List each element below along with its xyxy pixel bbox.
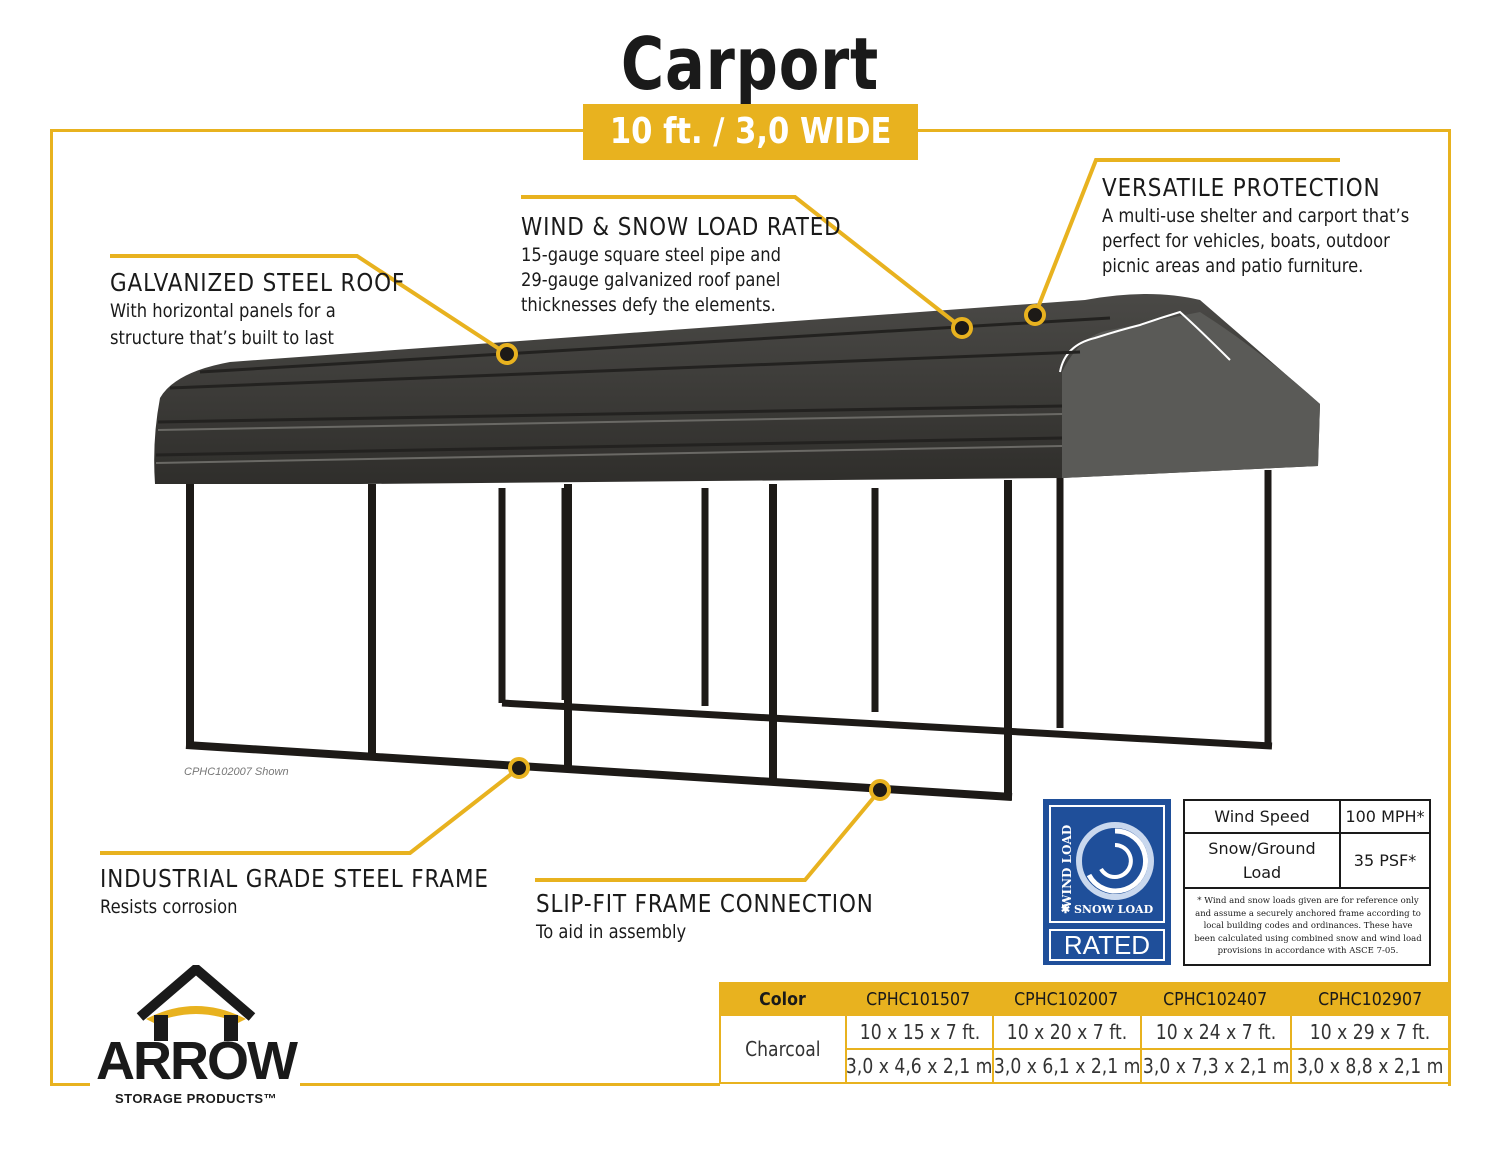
feature-versatile-line-3: picnic areas and patio furniture. — [1102, 255, 1364, 277]
image-caption: CPHC102007 Shown — [184, 766, 289, 778]
spec-header-model-1-label: CPHC101507 — [866, 988, 971, 1010]
frame-right — [1448, 129, 1451, 1086]
frame-top-right — [917, 129, 1451, 132]
house-roof-icon — [136, 965, 256, 1041]
logo-tagline: STORAGE PRODUCTS™ — [114, 1091, 278, 1106]
roof-highlights — [155, 413, 1063, 464]
feature-load: WIND & SNOW LOAD RATED 15-gauge square s… — [521, 212, 894, 318]
feature-load-title: WIND & SNOW LOAD RATED — [521, 212, 842, 241]
spec-header-model-4: CPHC102907 — [1290, 982, 1450, 1016]
badge-wind-text: WIND LOAD — [1060, 824, 1074, 908]
spec-header-model-2: CPHC102007 — [992, 982, 1140, 1016]
spec-imperial-4-text: 10 x 29 x 7 ft. — [1309, 1020, 1431, 1044]
width-label: 10 ft. / 3,0 WIDE — [609, 111, 892, 152]
callout-dots — [496, 304, 1046, 801]
badge-inner: WIND LOAD — [1049, 805, 1165, 923]
load-rating-table: Wind Speed 100 MPH* Snow/Ground Load 35 … — [1183, 799, 1431, 966]
frame-bottom-left — [50, 1083, 90, 1086]
feature-versatile-line-2: perfect for vehicles, boats, outdoor — [1102, 230, 1390, 252]
roof-panel — [154, 294, 1320, 484]
feature-frame-line-1: Resists corrosion — [100, 896, 238, 918]
wind-speed-label: Wind Speed — [1185, 801, 1341, 834]
load-rated-badge: WIND LOAD ✱ SNOW LOAD RATED — [1043, 799, 1171, 965]
roof-end — [1062, 312, 1320, 478]
arrow-logo: ARROW STORAGE PRODUCTS™ — [88, 965, 308, 1115]
feature-roof-line-1: With horizontal panels for a — [110, 300, 336, 322]
spec-metric-3: 3,0 x 7,3 x 2,1 m — [1140, 1048, 1292, 1084]
feature-load-line-3: thicknesses defy the elements. — [521, 294, 776, 316]
width-banner: 10 ft. / 3,0 WIDE — [583, 104, 918, 160]
feature-versatile-title: VERSATILE PROTECTION — [1102, 173, 1381, 202]
callout-leaders — [100, 158, 1340, 882]
feature-frame-title: INDUSTRIAL GRADE STEEL FRAME — [100, 864, 489, 893]
feature-roof: GALVANIZED STEEL ROOF With horizontal pa… — [110, 268, 453, 351]
spec-metric-2-text: 3,0 x 6,1 x 2,1 m — [993, 1054, 1141, 1078]
spec-imperial-2: 10 x 20 x 7 ft. — [992, 1014, 1142, 1050]
feature-frame: INDUSTRIAL GRADE STEEL FRAME Resists cor… — [100, 864, 552, 920]
frame-bottom-mid — [300, 1083, 720, 1086]
page-title: Carport — [620, 22, 880, 106]
spec-header-model-2-label: CPHC102007 — [1013, 988, 1119, 1010]
spec-header-color: Color — [719, 982, 845, 1016]
swirl-icon — [1076, 822, 1154, 900]
back-frame — [498, 470, 1273, 750]
feature-slipfit-title: SLIP-FIT FRAME CONNECTION — [536, 889, 874, 918]
spec-imperial-1: 10 x 15 x 7 ft. — [845, 1014, 994, 1050]
spec-color-value-text: Charcoal — [745, 1037, 821, 1061]
badge-snow-text: ✱ SNOW LOAD — [1049, 903, 1165, 916]
feature-load-line-2: 29-gauge galvanized roof panel — [521, 269, 781, 291]
spec-imperial-3-text: 10 x 24 x 7 ft. — [1155, 1020, 1277, 1044]
snowflake-icon: ✱ — [1060, 903, 1071, 916]
feature-slipfit: SLIP-FIT FRAME CONNECTION To aid in asse… — [536, 889, 929, 945]
feature-versatile-line-1: A multi-use shelter and carport that’s — [1102, 205, 1410, 227]
spec-header-model-4-label: CPHC102907 — [1317, 988, 1423, 1010]
load-disclaimer: * Wind and snow loads given are for refe… — [1194, 896, 1422, 957]
spec-header-model-1: CPHC101507 — [845, 982, 992, 1016]
spec-imperial-4: 10 x 29 x 7 ft. — [1290, 1014, 1450, 1050]
spec-header-color-label: Color — [758, 988, 806, 1010]
front-frame — [185, 480, 1013, 801]
spec-imperial-3: 10 x 24 x 7 ft. — [1140, 1014, 1292, 1050]
spec-metric-1-text: 3,0 x 4,6 x 2,1 m — [846, 1054, 993, 1078]
roof-ribs — [155, 316, 1111, 457]
snow-load-label: Snow/Ground Load — [1185, 834, 1341, 889]
spec-header-model-3: CPHC102407 — [1140, 982, 1290, 1016]
spec-metric-1: 3,0 x 4,6 x 2,1 m — [845, 1048, 994, 1084]
wind-speed-value: 100 MPH* — [1341, 801, 1429, 834]
spec-metric-2: 3,0 x 6,1 x 2,1 m — [992, 1048, 1142, 1084]
feature-versatile: VERSATILE PROTECTION A multi-use shelter… — [1102, 173, 1459, 279]
badge-rated-text: RATED — [1049, 929, 1165, 961]
badge-snow-label: SNOW LOAD — [1073, 903, 1154, 916]
spec-color-value: Charcoal — [719, 1014, 847, 1084]
model-spec-table: Color CPHC101507 CPHC102007 CPHC102407 C… — [719, 982, 1450, 1084]
feature-roof-line-2: structure that’s built to last — [110, 327, 334, 349]
spec-metric-3-text: 3,0 x 7,3 x 2,1 m — [1142, 1054, 1290, 1078]
spec-imperial-1-text: 10 x 15 x 7 ft. — [859, 1020, 980, 1044]
spec-imperial-2-text: 10 x 20 x 7 ft. — [1006, 1020, 1128, 1044]
feature-roof-title: GALVANIZED STEEL ROOF — [110, 268, 406, 297]
spec-header-model-3-label: CPHC102407 — [1162, 988, 1268, 1010]
spec-metric-4-text: 3,0 x 8,8 x 2,1 m — [1296, 1054, 1444, 1078]
spec-metric-4: 3,0 x 8,8 x 2,1 m — [1290, 1048, 1450, 1084]
frame-top-left — [50, 129, 584, 132]
snow-load-value: 35 PSF* — [1341, 834, 1429, 889]
frame-left — [50, 129, 53, 1086]
feature-load-line-1: 15-gauge square steel pipe and — [521, 244, 781, 266]
roof-end-edge — [1059, 310, 1231, 373]
logo-name: ARROW — [96, 1031, 298, 1091]
feature-slipfit-line-1: To aid in assembly — [536, 921, 687, 943]
